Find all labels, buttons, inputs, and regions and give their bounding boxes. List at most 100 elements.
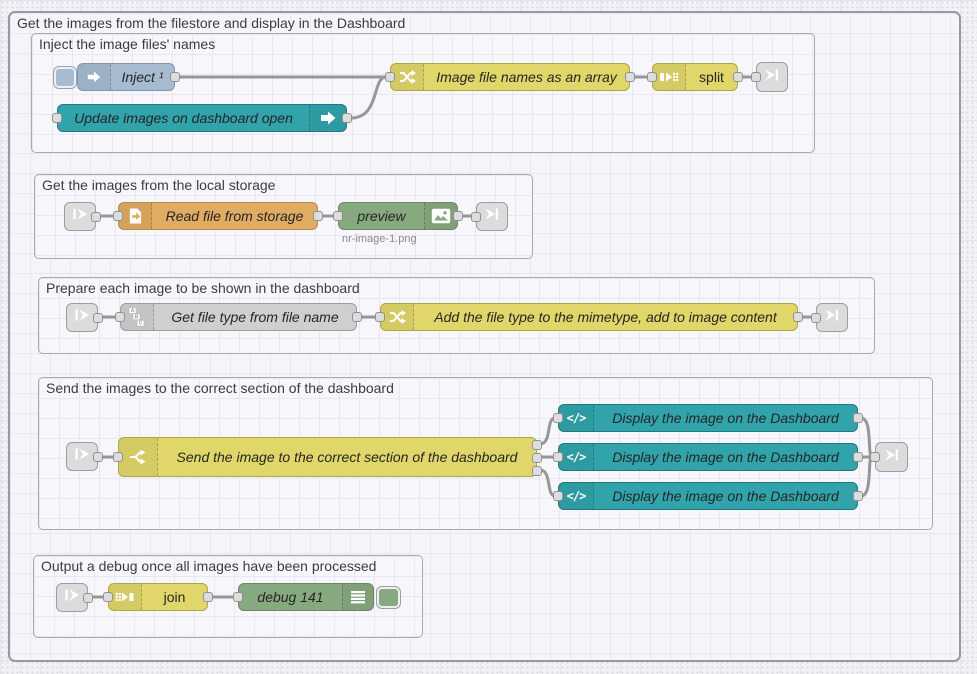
- split-node[interactable]: split: [647, 63, 743, 91]
- join-node[interactable]: join: [103, 583, 213, 611]
- wire[interactable]: [349, 75, 388, 120]
- link-in-node[interactable]: [66, 442, 103, 471]
- input-port[interactable]: [115, 312, 125, 322]
- file-in-node[interactable]: Read file from storage: [113, 202, 323, 230]
- node-label: Get file type from file name: [171, 309, 339, 325]
- input-port[interactable]: [113, 452, 123, 462]
- node-label: Display the image on the Dashboard: [612, 488, 839, 504]
- wire[interactable]: [859, 416, 874, 459]
- output-port[interactable]: [625, 72, 635, 82]
- image-icon: [424, 203, 457, 229]
- link-in-icon: [71, 205, 89, 228]
- link-in-icon: [73, 306, 91, 329]
- inject-node[interactable]: Inject ¹: [77, 63, 180, 91]
- group-title: Send the images to the correct section o…: [46, 380, 394, 396]
- input-port[interactable]: [333, 211, 343, 221]
- output-port[interactable]: [203, 592, 213, 602]
- output-port[interactable]: [83, 592, 93, 603]
- link-out-icon: [763, 66, 781, 89]
- ui-template-node-3[interactable]: </> Display the image on the Dashboard: [553, 482, 863, 510]
- group-title: Get the images from the filestore and di…: [17, 15, 406, 31]
- abc-icon: A B C: [121, 304, 154, 330]
- output-port[interactable]: [352, 312, 362, 322]
- change-node-filenames[interactable]: Image file names as an array: [385, 63, 635, 91]
- link-out-node[interactable]: [471, 202, 508, 231]
- output-port[interactable]: [853, 491, 863, 501]
- input-port[interactable]: [233, 592, 243, 602]
- input-port[interactable]: [751, 72, 761, 82]
- input-port[interactable]: [52, 113, 62, 123]
- output-port-2[interactable]: [532, 453, 542, 463]
- link-out-node[interactable]: [811, 303, 848, 332]
- link-in-node[interactable]: [56, 583, 93, 612]
- group-title: Get the images from the local storage: [42, 177, 276, 193]
- output-port[interactable]: [170, 72, 180, 82]
- input-port[interactable]: [811, 312, 821, 323]
- output-port[interactable]: [853, 413, 863, 423]
- ui-control-node[interactable]: Update images on dashboard open: [52, 104, 352, 132]
- input-port[interactable]: [553, 413, 563, 423]
- group-inject-names[interactable]: Inject the image files' names: [31, 33, 815, 153]
- output-port[interactable]: [733, 72, 743, 82]
- debug-node[interactable]: debug 141: [233, 583, 374, 611]
- inject-trigger-button[interactable]: [53, 66, 77, 89]
- node-label: Update images on dashboard open: [74, 110, 293, 126]
- output-port-3[interactable]: [532, 466, 542, 476]
- string-node-file-type[interactable]: A B C Get file type from file name: [115, 303, 362, 331]
- switch-fork-icon: [119, 438, 158, 476]
- debug-toggle-button[interactable]: [376, 586, 401, 609]
- input-port[interactable]: [647, 72, 657, 82]
- input-port[interactable]: [870, 452, 880, 462]
- inject-trigger-button-face[interactable]: [56, 69, 74, 86]
- input-port[interactable]: [375, 312, 385, 322]
- input-port[interactable]: [385, 72, 395, 82]
- node-label: Display the image on the Dashboard: [612, 449, 839, 465]
- debug-list-icon: [342, 584, 373, 610]
- output-port[interactable]: [453, 211, 463, 221]
- change-node-mimetype[interactable]: Add the file type to the mimetype, add t…: [375, 303, 803, 331]
- link-out-node[interactable]: [751, 62, 788, 92]
- output-port[interactable]: [91, 211, 101, 222]
- link-out-icon: [883, 446, 901, 469]
- wire[interactable]: [859, 455, 874, 498]
- node-label: Display the image on the Dashboard: [612, 410, 839, 426]
- output-port[interactable]: [342, 113, 352, 123]
- code-icon: </>: [559, 444, 594, 470]
- ui-template-node-2[interactable]: </> Display the image on the Dashboard: [553, 443, 863, 471]
- input-port[interactable]: [553, 452, 563, 462]
- output-port[interactable]: [93, 451, 103, 462]
- group-title: Output a debug once all images have been…: [41, 558, 377, 574]
- link-in-node[interactable]: [64, 202, 101, 231]
- ui-template-node-1[interactable]: </> Display the image on the Dashboard: [553, 404, 863, 432]
- switch-node[interactable]: Send the image to the correct section of…: [113, 437, 542, 477]
- node-label: Add the file type to the mimetype, add t…: [434, 309, 777, 325]
- split-icon: [653, 64, 686, 90]
- input-port[interactable]: [471, 211, 481, 222]
- output-port-1[interactable]: [532, 440, 542, 450]
- link-in-node[interactable]: [66, 303, 103, 332]
- link-in-icon: [63, 586, 81, 609]
- code-icon: </>: [559, 483, 594, 509]
- node-label: split: [699, 69, 724, 85]
- file-icon: [119, 203, 152, 229]
- node-label: Send the image to the correct section of…: [176, 449, 518, 465]
- debug-toggle-button-face[interactable]: [379, 589, 398, 606]
- code-icon: </>: [559, 405, 594, 431]
- input-port[interactable]: [103, 592, 113, 602]
- link-out-node[interactable]: [870, 442, 908, 472]
- input-port[interactable]: [113, 211, 123, 221]
- link-in-icon: [73, 445, 91, 468]
- input-port[interactable]: [553, 491, 563, 501]
- link-out-icon: [483, 205, 501, 228]
- output-port[interactable]: [313, 211, 323, 221]
- node-label: debug 141: [257, 589, 324, 605]
- output-port[interactable]: [853, 452, 863, 462]
- join-icon: [109, 584, 142, 610]
- output-port[interactable]: [93, 312, 103, 323]
- shuffle-icon: [391, 64, 424, 90]
- group-title: Inject the image files' names: [39, 36, 216, 52]
- output-port[interactable]: [793, 312, 803, 322]
- image-preview-node[interactable]: preview: [333, 202, 463, 230]
